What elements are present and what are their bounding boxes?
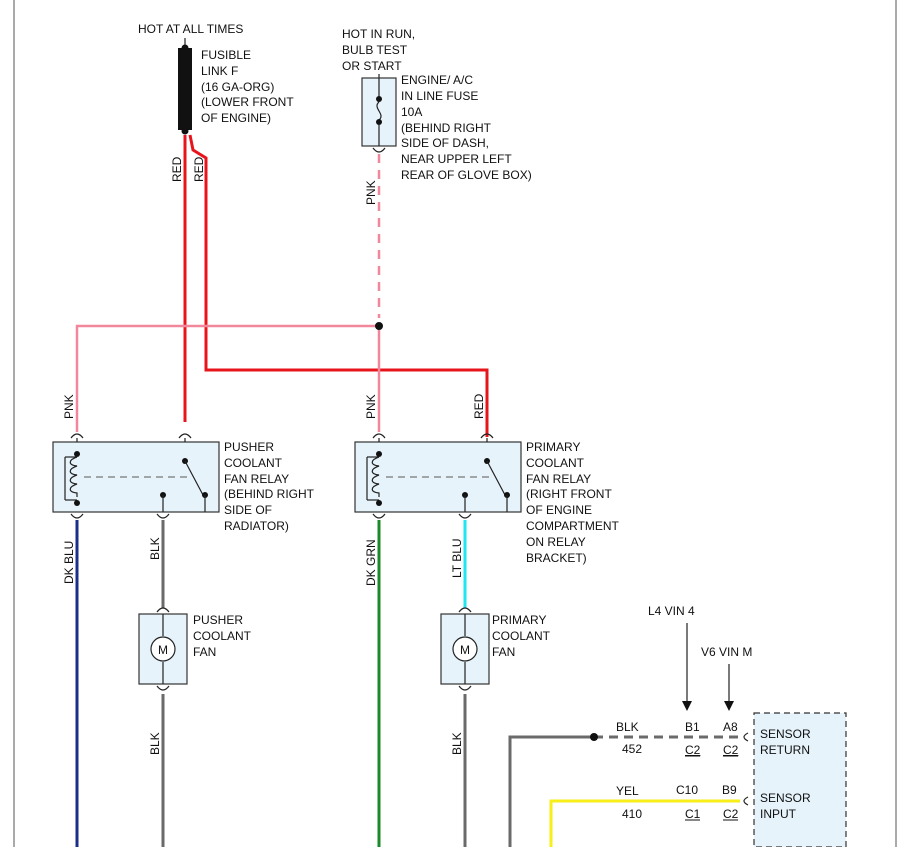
red-wire-primary-relay: [188, 134, 489, 437]
yel-conn-l4: C1: [685, 807, 701, 821]
sensor-return-label-1: SENSOR: [760, 727, 811, 741]
primary-relay-label-5: OF ENGINE: [526, 503, 592, 517]
fuse-link-label-2: LINK F: [201, 64, 238, 78]
primary-fan-symbol: [440, 607, 490, 691]
fuse-link-label-3: (16 GA-ORG): [201, 80, 274, 94]
yel-conn-v6: C2: [723, 807, 739, 821]
inline-fuse-symbol: [361, 74, 397, 153]
blk-pin-l4: B1: [685, 720, 700, 734]
wire-label-red-a: RED: [170, 156, 184, 182]
wire-label-blk-pusher-relay: BLK: [148, 537, 162, 560]
pcm-box: [753, 712, 847, 847]
splice-dot: [375, 322, 383, 330]
wire-label-pnk-fuse: PNK: [364, 180, 378, 205]
yel-pin-v6: B9: [722, 783, 737, 797]
blk-pin-v6: A8: [723, 720, 738, 734]
vin-l4-arrowhead: [682, 701, 692, 711]
inline-fuse-supply-2: BULB TEST: [342, 43, 408, 57]
sensor-return-label-2: RETURN: [760, 743, 810, 757]
wire-label-blk-pusher-fan: BLK: [148, 732, 162, 755]
blk-wire-color: BLK: [616, 720, 639, 734]
pusher-relay-symbol: [52, 433, 220, 519]
vin-v6-arrowhead: [724, 701, 734, 711]
primary-relay-label-2: COOLANT: [526, 456, 585, 470]
primary-relay-symbol: [354, 433, 522, 519]
sensor-return-terminal: [743, 732, 749, 742]
wire-label-pnk-pusher: PNK: [62, 394, 76, 419]
primary-relay-label-3: FAN RELAY: [526, 472, 591, 486]
inline-fuse-label-2: IN LINE FUSE: [401, 89, 478, 103]
yel-pin-l4: C10: [676, 783, 698, 797]
pusher-relay-label-4: (BEHIND RIGHT: [224, 487, 315, 501]
blk-conn-v6: C2: [723, 743, 739, 757]
primary-fan-label-1: PRIMARY: [492, 613, 546, 627]
wire-label-dk-blu: DK BLU: [62, 541, 76, 584]
primary-fan-label-3: FAN: [492, 645, 515, 659]
fusible-link-symbol: [178, 38, 192, 135]
pusher-fan-label-3: FAN: [193, 645, 216, 659]
inline-fuse-label-5: SIDE OF DASH,: [401, 136, 489, 150]
inline-fuse-supply-3: OR START: [342, 59, 402, 73]
wire-label-pnk-primary: PNK: [364, 394, 378, 419]
pusher-relay-label-6: RADIATOR): [224, 519, 289, 533]
primary-fan-motor-letter: M: [460, 643, 470, 657]
primary-relay-label-6: COMPARTMENT: [526, 519, 620, 533]
sensor-input-label-2: INPUT: [760, 807, 797, 821]
yel-wire-sensor-input: [549, 799, 740, 847]
wire-label-lt-blu: LT BLU: [450, 538, 464, 578]
pusher-fan-motor-letter: M: [158, 643, 168, 657]
inline-fuse-label-7: REAR OF GLOVE BOX): [401, 168, 532, 182]
inline-fuse-supply-1: HOT IN RUN,: [342, 27, 415, 41]
inline-fuse-label-1: ENGINE/ A/C: [401, 73, 473, 87]
wire-label-dk-grn: DK GRN: [364, 539, 378, 586]
sensor-input-label-1: SENSOR: [760, 791, 811, 805]
primary-relay-label-4: (RIGHT FRONT: [526, 487, 612, 501]
blk-wire-circuit: 452: [622, 742, 642, 756]
pusher-relay-label-3: FAN RELAY: [224, 472, 289, 486]
inline-fuse-label-4: (BEHIND RIGHT: [401, 121, 492, 135]
vin-v6-label: V6 VIN M: [701, 645, 752, 659]
wire-label-blk-primary-fan: BLK: [450, 732, 464, 755]
inline-fuse-label-3: 10A: [401, 105, 422, 119]
pusher-relay-label-5: SIDE OF: [224, 503, 272, 517]
primary-relay-label-7: ON RELAY: [526, 535, 586, 549]
sensor-input-terminal: [743, 796, 749, 806]
sensor-return-splice: [590, 733, 598, 741]
blk-wire-sensor-return: [508, 735, 594, 847]
blk-conn-l4: C2: [685, 743, 701, 757]
fuse-link-label-5: OF ENGINE): [201, 111, 271, 125]
yel-wire-circuit: 410: [622, 807, 642, 821]
fuse-link-label-4: (LOWER FRONT: [201, 95, 294, 109]
pusher-fan-label-1: PUSHER: [193, 613, 243, 627]
primary-relay-label-1: PRIMARY: [526, 440, 580, 454]
primary-fan-label-2: COOLANT: [492, 629, 551, 643]
primary-relay-label-8: BRACKET): [526, 551, 587, 565]
vin-l4-label: L4 VIN 4: [648, 604, 695, 618]
pusher-fan-symbol: [138, 607, 188, 691]
pusher-fan-label-2: COOLANT: [193, 629, 252, 643]
pusher-relay-label-2: COOLANT: [224, 456, 283, 470]
fuse-link-supply: HOT AT ALL TIMES: [138, 22, 243, 36]
yel-wire-color: YEL: [616, 784, 639, 798]
pusher-relay-label-1: PUSHER: [224, 440, 274, 454]
pink-wire-pusher-relay: [75, 324, 379, 432]
fuse-link-label-1: FUSIBLE: [201, 48, 251, 62]
wire-label-red-primary: RED: [472, 393, 486, 419]
inline-fuse-label-6: NEAR UPPER LEFT: [401, 152, 512, 166]
wire-label-red-b: RED: [192, 156, 206, 182]
